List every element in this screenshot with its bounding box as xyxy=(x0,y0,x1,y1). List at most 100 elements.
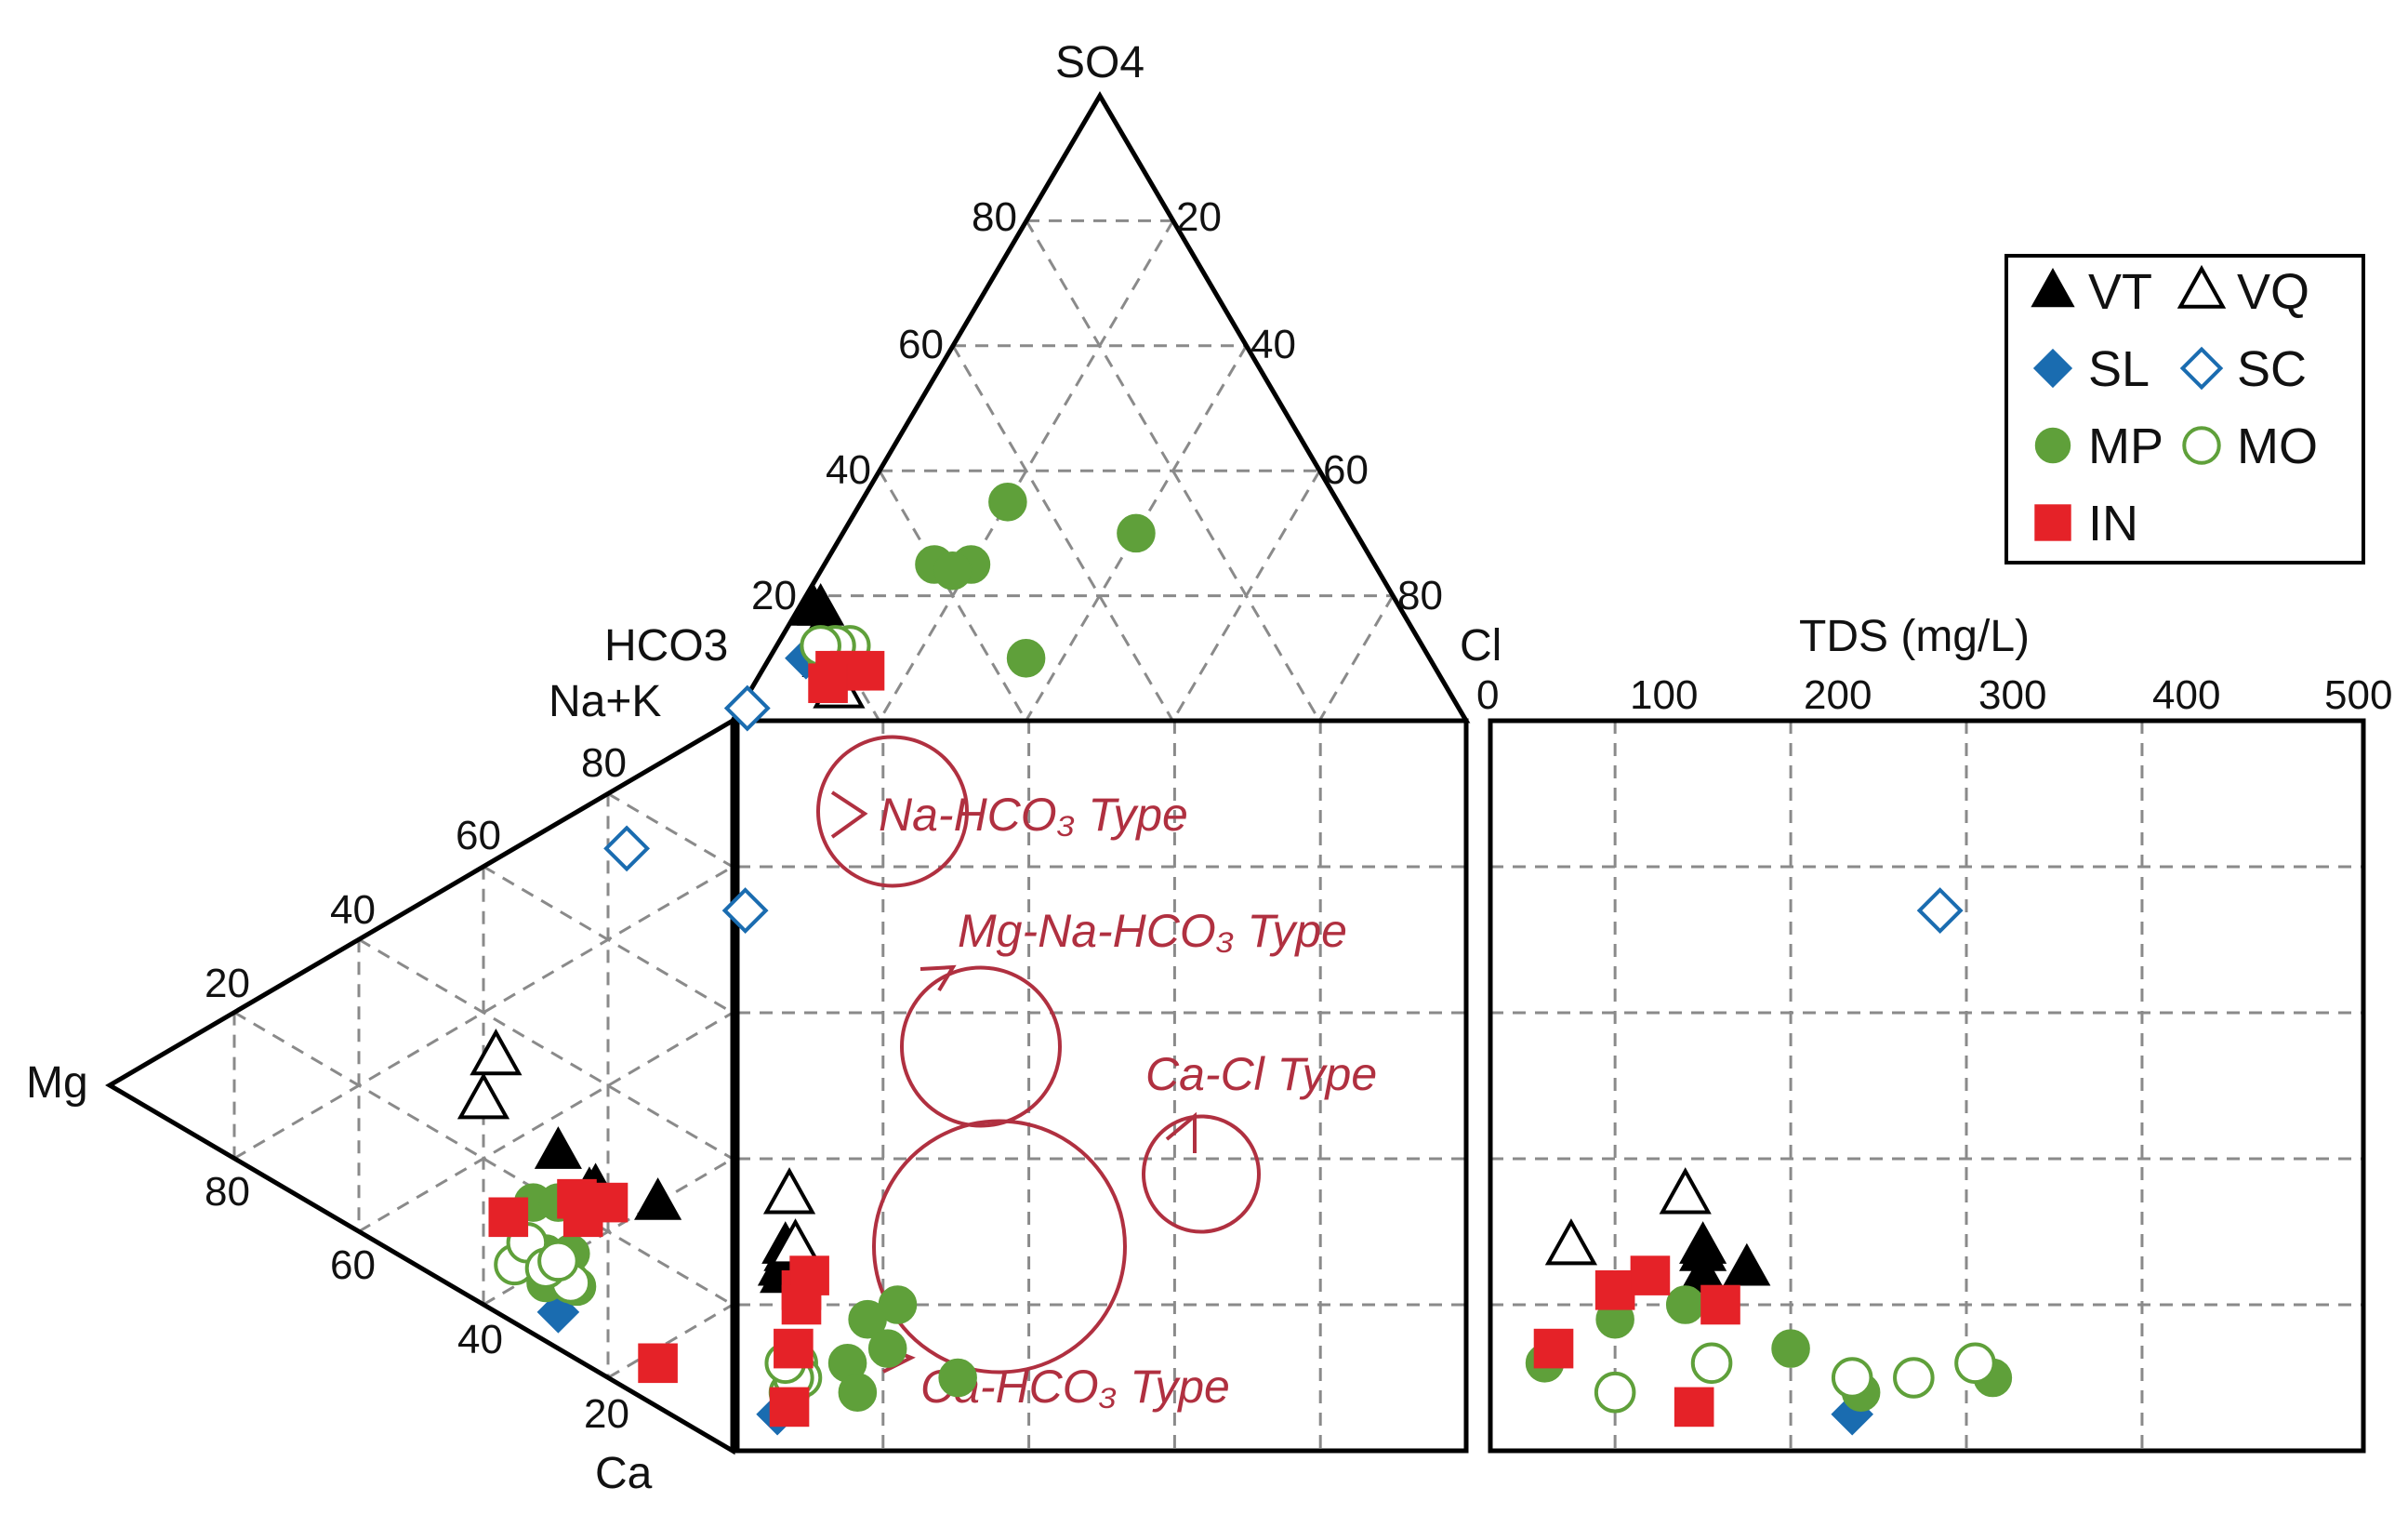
tds-tick: 500 xyxy=(2324,672,2392,718)
cation-grid-line xyxy=(607,1303,734,1379)
mp-point xyxy=(1006,639,1046,678)
anion-grid-line xyxy=(1317,594,1395,722)
in-point xyxy=(1674,1387,1714,1428)
mo-point xyxy=(1594,1371,1636,1414)
vq-point xyxy=(2176,264,2227,309)
in-point xyxy=(638,1343,678,1384)
na-hco3-type-label: Na-HCO₃ Type xyxy=(879,789,1188,841)
in-point xyxy=(769,1387,810,1428)
nak-vertex-label: Na+K xyxy=(549,677,661,726)
legend-label: MO xyxy=(2237,418,2318,474)
legend-label: MP xyxy=(2088,418,2163,474)
cation-upper-tick: 20 xyxy=(205,961,250,1006)
cation-grid-line xyxy=(358,937,734,1161)
ca-cl-pointer xyxy=(1165,1111,1197,1153)
ca-vertex-label: Ca xyxy=(595,1449,653,1498)
mo-point xyxy=(1831,1357,1873,1399)
mo-point xyxy=(2182,426,2221,465)
in-point xyxy=(1533,1328,1574,1369)
sl-point xyxy=(2032,348,2073,389)
anion-left-tick: 20 xyxy=(751,573,797,618)
vt-point xyxy=(1679,1221,1727,1264)
na-hco3-pointer xyxy=(830,790,868,839)
vq-point xyxy=(470,1029,523,1076)
cation-lower-tick: 80 xyxy=(205,1169,250,1215)
tds-axis-label: TDS (mg/L) xyxy=(1799,612,2030,661)
mg-na-hco3-type-label: Mg-Na-HCO₃ Type xyxy=(958,905,1347,957)
anion-left-tick: 60 xyxy=(898,322,944,367)
hco3-vertex-label: HCO3 xyxy=(604,621,728,671)
ca-cl-bubble xyxy=(1142,1114,1261,1234)
anion-right-tick: 60 xyxy=(1323,447,1369,493)
cl-vertex-label: Cl xyxy=(1460,621,1502,671)
legend-label: SL xyxy=(2088,341,2150,397)
cation-grid-line xyxy=(607,792,734,869)
cation-grid-line xyxy=(233,1011,734,1307)
tds-tick: 400 xyxy=(2152,672,2220,718)
mp-point xyxy=(988,483,1027,522)
vq-point xyxy=(456,1072,510,1120)
na-hco3-bubble xyxy=(816,735,969,888)
cation-lower-tick: 60 xyxy=(330,1242,376,1288)
mp-point xyxy=(838,1373,878,1412)
vt-point xyxy=(2031,267,2075,308)
anion-grid-line xyxy=(878,219,1175,722)
legend-label: VQ xyxy=(2237,264,2309,320)
sc-point xyxy=(2179,346,2224,391)
cation-triangle-frame xyxy=(105,716,735,1455)
mo-point xyxy=(1954,1342,1996,1385)
anion-grid-line xyxy=(951,345,1174,722)
legend-label: SC xyxy=(2237,341,2307,397)
cation-upper-tick: 60 xyxy=(456,813,501,858)
mo-point xyxy=(1690,1342,1733,1385)
cation-upper-tick: 40 xyxy=(330,887,376,933)
sc-point xyxy=(721,887,769,935)
in-point xyxy=(1630,1255,1671,1295)
mp-point xyxy=(938,1358,977,1398)
in-point xyxy=(1700,1284,1740,1325)
tds-tick: 300 xyxy=(1978,672,2046,718)
tds-tick: 0 xyxy=(1476,672,1499,718)
cation-upper-tick: 80 xyxy=(581,740,627,786)
in-point xyxy=(774,1328,814,1369)
tds-tick: 200 xyxy=(1804,672,1872,718)
anion-right-tick: 20 xyxy=(1176,194,1222,240)
mp-point xyxy=(2034,427,2071,464)
data-points xyxy=(456,483,2013,1436)
vt-point xyxy=(634,1177,682,1220)
cation-grid-line xyxy=(358,1011,734,1233)
in-point xyxy=(808,663,848,703)
tds-tick: 100 xyxy=(1630,672,1698,718)
mo-point xyxy=(1893,1357,1935,1399)
ca-cl-type-label: Ca-Cl Type xyxy=(1145,1048,1377,1100)
central-square-frame xyxy=(734,718,1469,1454)
mp-point xyxy=(1771,1329,1810,1368)
type-annotations xyxy=(816,735,1261,1375)
anion-left-tick: 40 xyxy=(826,447,871,493)
mg-na-hco3-pointer xyxy=(920,964,957,992)
sc-point xyxy=(723,684,771,732)
anion-left-tick: 80 xyxy=(972,194,1017,240)
cation-lower-tick: 20 xyxy=(584,1391,629,1437)
in-point xyxy=(2034,504,2071,541)
ca-hco3-bubble xyxy=(872,1119,1127,1375)
cation-grid-line xyxy=(233,865,734,1160)
mg-na-hco3-bubble xyxy=(900,965,1062,1128)
in-point xyxy=(562,1197,603,1238)
anion-right-tick: 80 xyxy=(1397,573,1443,618)
anion-grid-line xyxy=(1025,219,1321,722)
legend-label: VT xyxy=(2088,264,2152,320)
tds-panel-frame xyxy=(1488,718,2366,1454)
cation-lower-tick: 40 xyxy=(457,1317,503,1362)
mp-point xyxy=(933,551,972,591)
in-point xyxy=(1594,1270,1635,1310)
mp-point xyxy=(867,1329,907,1368)
vq-point xyxy=(1544,1218,1598,1266)
mp-point xyxy=(878,1285,918,1324)
vq-point xyxy=(1659,1167,1712,1215)
in-point xyxy=(488,1197,529,1238)
vt-point xyxy=(534,1126,582,1169)
mp-point xyxy=(1665,1285,1705,1324)
